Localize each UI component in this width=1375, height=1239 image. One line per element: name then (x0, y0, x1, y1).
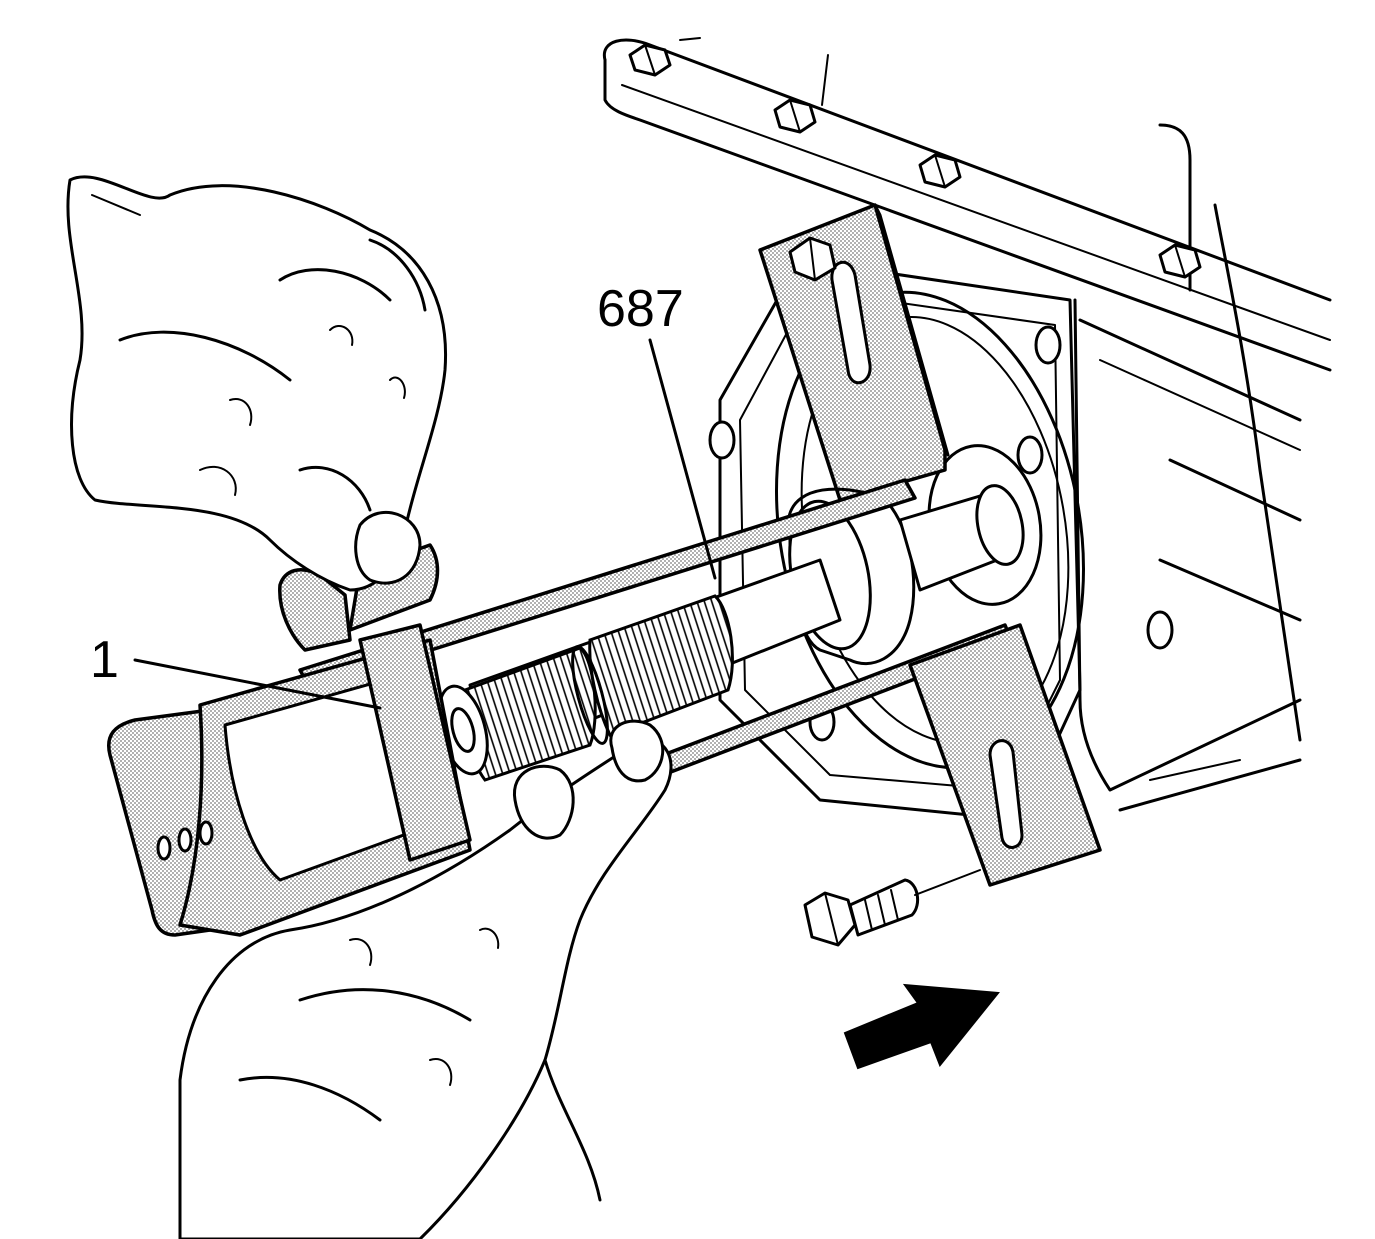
shaft-assembly (437, 484, 1025, 782)
cover-bolt-4 (1158, 243, 1202, 279)
callout-leader-687 (648, 338, 717, 580)
bracket-bolt-head (788, 236, 837, 282)
tool-body (107, 543, 472, 937)
cover-bolt-3 (918, 153, 962, 189)
lower-hand (178, 719, 673, 1239)
upper-hand (66, 175, 448, 592)
callout-leader-1 (133, 658, 382, 710)
callout-label-part: 687 (597, 280, 684, 338)
direction-arrow (843, 983, 1000, 1070)
cover-bolt-1 (628, 43, 672, 77)
cover-bolt-2 (773, 98, 817, 134)
callout-label-tool: 1 (90, 631, 119, 689)
loose-bolt (803, 869, 981, 947)
lower-bracket (908, 623, 1102, 887)
upper-bracket (758, 203, 950, 502)
spline-section-2 (588, 594, 734, 737)
